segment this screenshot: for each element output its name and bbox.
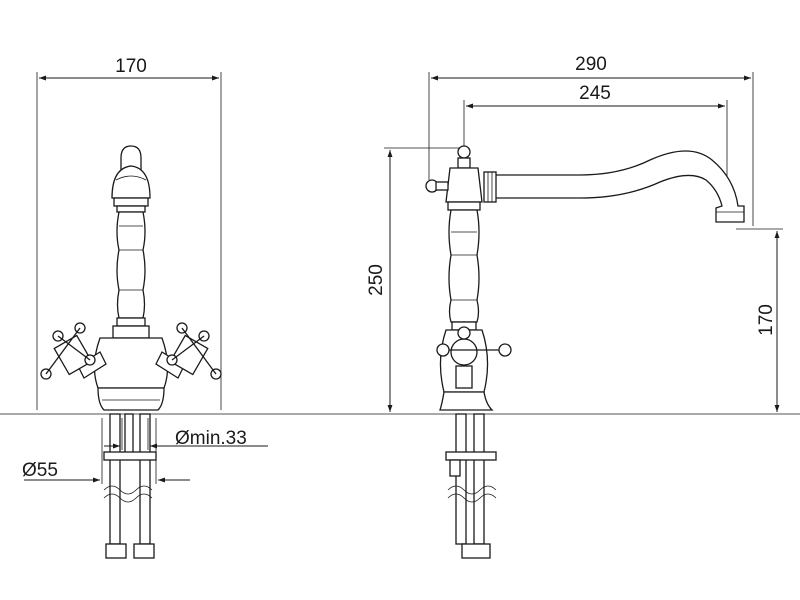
label-front-width: 170 <box>115 56 147 77</box>
label-spout-height: 170 <box>756 304 777 336</box>
label-hole-diameter: Ø55 <box>22 460 58 481</box>
label-hole-min: Ømin.33 <box>175 428 247 449</box>
front-view <box>24 72 268 559</box>
label-side-total: 290 <box>575 54 607 75</box>
front-base <box>93 337 169 411</box>
front-left-handle <box>40 322 107 380</box>
side-column <box>425 145 483 323</box>
front-supply-pipes <box>103 413 157 559</box>
label-side-spout: 245 <box>579 83 611 104</box>
side-supply-pipes <box>445 413 497 559</box>
side-handle <box>436 321 512 411</box>
label-side-height: 250 <box>366 264 387 296</box>
front-column <box>112 197 150 339</box>
front-spout <box>111 145 151 201</box>
side-spout <box>483 150 745 223</box>
side-view <box>384 72 783 559</box>
front-right-handle <box>155 322 222 380</box>
